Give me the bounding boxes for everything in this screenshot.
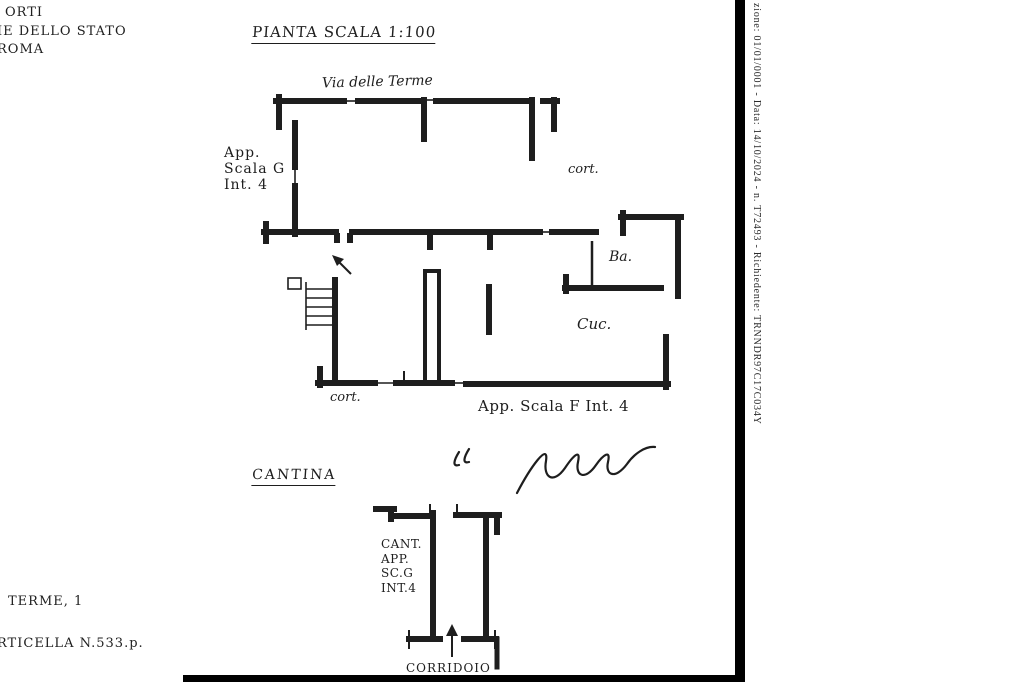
- upper-plan-details: [287, 99, 552, 384]
- door-jambs: [334, 233, 353, 243]
- door-jamb: [334, 233, 340, 243]
- apartment-scala-g-line2: Scala G: [224, 161, 286, 177]
- left-margin-bottom-line1: TERME, 1: [8, 594, 84, 609]
- cantina-walls: [373, 506, 502, 670]
- street-name-label: Via delle Terme: [321, 72, 434, 92]
- landing-box: [287, 277, 302, 290]
- apartment-scala-g-line3: Int. 4: [224, 177, 268, 193]
- apartment-scala-g-line1: App.: [224, 145, 261, 161]
- corridor-direction-arrow: [446, 624, 458, 657]
- corridor-label: CORRIDOIO: [406, 661, 491, 675]
- cadastral-reference-vertical-text: zione: 01/01/0001 - Data: 14/10/2024 - n…: [751, 3, 762, 425]
- left-margin-bottom-line2: RTICELLA N.533.p.: [0, 636, 144, 651]
- plan-title: PIANTA SCALA 1:100: [251, 23, 437, 44]
- kitchen-label: Cuc.: [577, 315, 612, 333]
- cantina-label-line4: INT.4: [381, 580, 417, 595]
- cantina-details: [408, 504, 496, 649]
- courtyard-bottom-label: cort.: [330, 390, 361, 405]
- cantina-title: CANTINA: [251, 467, 337, 486]
- cantina-label-line2: APP.: [381, 551, 410, 566]
- bathroom-label: Ba.: [609, 249, 633, 265]
- stair-direction-arrow: [332, 255, 352, 275]
- scan-edge-bar-horizontal: [183, 675, 736, 682]
- apartment-scala-f-caption: App. Scala F Int. 4: [478, 397, 630, 415]
- left-margin-line2: IE DELLO STATO: [0, 24, 127, 39]
- courtyard-top-label: cort.: [568, 162, 599, 177]
- left-margin-line1: ORTI: [5, 5, 44, 20]
- scan-edge-bar-vertical: [735, 0, 745, 682]
- cantina-apartment-label: CANT. APP. SC.G INT.4: [381, 537, 422, 595]
- door-jamb: [347, 233, 353, 243]
- apartment-scala-g-label: App. Scala G Int. 4: [224, 145, 285, 193]
- cantina-label-line3: SC.G: [381, 566, 414, 580]
- left-margin-line3: ROMA: [0, 42, 45, 57]
- signature: [453, 445, 657, 495]
- cantina-label-line1: CANT.: [381, 537, 422, 551]
- upper-plan-walls: [261, 94, 684, 390]
- duct-shaft: [423, 269, 441, 385]
